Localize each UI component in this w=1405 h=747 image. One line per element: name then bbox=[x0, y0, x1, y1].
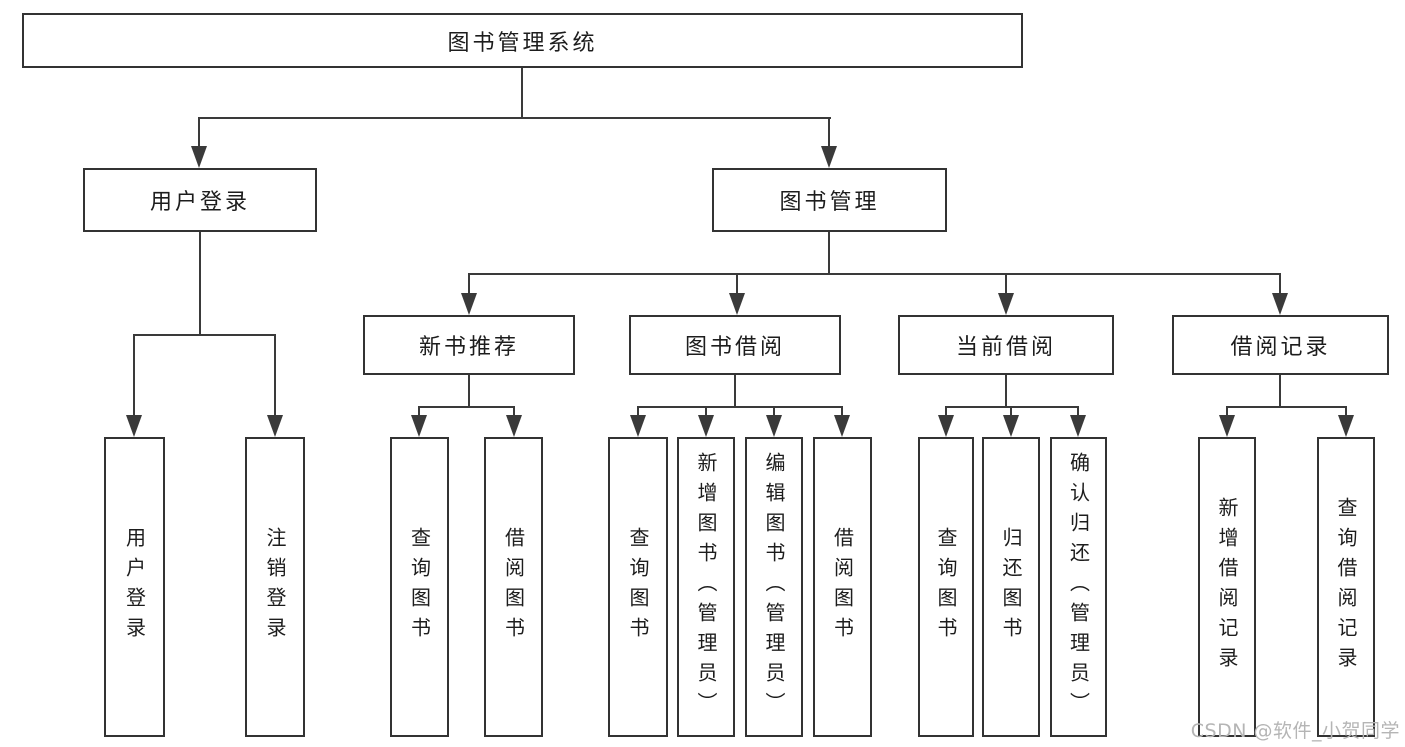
node-query-borrow-record-label: 查询借阅记录 bbox=[1334, 497, 1358, 677]
connector-arrowhead bbox=[766, 415, 782, 437]
connector-arrowhead bbox=[729, 293, 745, 315]
node-borrow-books-recommend-label: 借阅图书 bbox=[501, 527, 526, 647]
connector-bar bbox=[468, 273, 1281, 275]
node-book-management-label: 图书管理 bbox=[779, 190, 880, 215]
node-query-books-recommend-label: 查询图书 bbox=[407, 527, 432, 647]
node-borrow-records-label: 借阅记录 bbox=[1230, 335, 1331, 360]
connector-drop bbox=[133, 334, 135, 417]
connector-drop bbox=[513, 406, 515, 417]
connector-bar bbox=[637, 406, 843, 408]
connector-arrowhead bbox=[698, 415, 714, 437]
connector-drop bbox=[198, 117, 200, 148]
node-borrow-books-recommend: 借阅图书 bbox=[484, 437, 543, 737]
connector-arrowhead bbox=[1003, 415, 1019, 437]
connector-drop bbox=[773, 406, 775, 417]
node-logout-leaf: 注销登录 bbox=[245, 437, 305, 737]
connector-arrowhead bbox=[1219, 415, 1235, 437]
node-new-book-recommend: 新书推荐 bbox=[363, 315, 575, 375]
connector-stem bbox=[199, 232, 201, 336]
connector-arrowhead bbox=[126, 415, 142, 437]
connector-stem bbox=[468, 375, 470, 408]
connector-bar bbox=[133, 334, 276, 336]
connector-arrowhead bbox=[191, 146, 207, 168]
node-confirm-return-admin: 确认归还（管理员） bbox=[1050, 437, 1107, 737]
connector-drop bbox=[1226, 406, 1228, 417]
connector-drop bbox=[828, 117, 830, 148]
node-new-book-recommend-label: 新书推荐 bbox=[418, 335, 519, 360]
node-confirm-return-admin-label: 确认归还（管理员） bbox=[1066, 452, 1091, 722]
connector-arrowhead bbox=[998, 293, 1014, 315]
node-add-borrow-record: 新增借阅记录 bbox=[1198, 437, 1256, 737]
connector-stem bbox=[828, 232, 830, 275]
connector-bar bbox=[198, 117, 831, 119]
node-edit-books-admin-label: 编辑图书（管理员） bbox=[762, 452, 786, 722]
connector-bar bbox=[418, 406, 515, 408]
connector-arrowhead bbox=[821, 146, 837, 168]
connector-arrowhead bbox=[1272, 293, 1288, 315]
node-user-login-label: 用户登录 bbox=[149, 190, 250, 215]
connector-arrowhead bbox=[938, 415, 954, 437]
connector-arrowhead bbox=[411, 415, 427, 437]
connector-arrowhead bbox=[630, 415, 646, 437]
node-add-books-admin-label: 新增图书（管理员） bbox=[694, 452, 718, 722]
connector-drop bbox=[1005, 273, 1007, 295]
node-query-books-current-label: 查询图书 bbox=[934, 527, 958, 647]
node-query-books-current: 查询图书 bbox=[918, 437, 974, 737]
node-query-books-recommend: 查询图书 bbox=[390, 437, 449, 737]
node-current-borrowing: 当前借阅 bbox=[898, 315, 1114, 375]
node-root-system-label: 图书管理系统 bbox=[447, 30, 598, 56]
connector-stem bbox=[1005, 375, 1007, 408]
connector-drop bbox=[1279, 273, 1281, 295]
node-user-login-leaf-label: 用户登录 bbox=[122, 527, 147, 647]
node-borrow-books-leaf-label: 借阅图书 bbox=[830, 527, 855, 647]
node-user-login: 用户登录 bbox=[83, 168, 317, 232]
node-book-borrowing: 图书借阅 bbox=[629, 315, 841, 375]
node-query-books-borrowing: 查询图书 bbox=[608, 437, 668, 737]
node-logout-leaf-label: 注销登录 bbox=[263, 527, 287, 647]
connector-drop bbox=[274, 334, 276, 417]
connector-drop bbox=[841, 406, 843, 417]
connector-arrowhead bbox=[461, 293, 477, 315]
connector-arrowhead bbox=[267, 415, 283, 437]
node-borrow-records: 借阅记录 bbox=[1172, 315, 1389, 375]
connector-drop bbox=[1077, 406, 1079, 417]
connector-drop bbox=[705, 406, 707, 417]
connector-bar bbox=[945, 406, 1079, 408]
connector-drop bbox=[1345, 406, 1347, 417]
node-edit-books-admin: 编辑图书（管理员） bbox=[745, 437, 803, 737]
node-borrow-books-leaf: 借阅图书 bbox=[813, 437, 872, 737]
node-book-borrowing-label: 图书借阅 bbox=[684, 335, 785, 360]
connector-arrowhead bbox=[834, 415, 850, 437]
node-user-login-leaf: 用户登录 bbox=[104, 437, 165, 737]
node-query-books-borrowing-label: 查询图书 bbox=[626, 527, 650, 647]
node-query-borrow-record: 查询借阅记录 bbox=[1317, 437, 1375, 737]
node-return-books: 归还图书 bbox=[982, 437, 1040, 737]
connector-stem bbox=[734, 375, 736, 408]
node-return-books-label: 归还图书 bbox=[999, 527, 1023, 647]
node-book-management: 图书管理 bbox=[712, 168, 947, 232]
node-current-borrowing-label: 当前借阅 bbox=[955, 335, 1056, 360]
node-add-books-admin: 新增图书（管理员） bbox=[677, 437, 735, 737]
connector-arrowhead bbox=[1338, 415, 1354, 437]
connector-drop bbox=[945, 406, 947, 417]
connector-arrowhead bbox=[1070, 415, 1086, 437]
connector-drop bbox=[418, 406, 420, 417]
connector-stem bbox=[521, 68, 523, 119]
node-add-borrow-record-label: 新增借阅记录 bbox=[1215, 497, 1239, 677]
connector-drop bbox=[1010, 406, 1012, 417]
connector-drop bbox=[736, 273, 738, 295]
connector-drop bbox=[637, 406, 639, 417]
connector-bar bbox=[1226, 406, 1347, 408]
node-root-system: 图书管理系统 bbox=[22, 13, 1023, 68]
connector-stem bbox=[1279, 375, 1281, 408]
watermark-text: CSDN @软件_小贺同学 bbox=[1190, 720, 1400, 742]
connector-drop bbox=[468, 273, 470, 295]
connector-arrowhead bbox=[506, 415, 522, 437]
